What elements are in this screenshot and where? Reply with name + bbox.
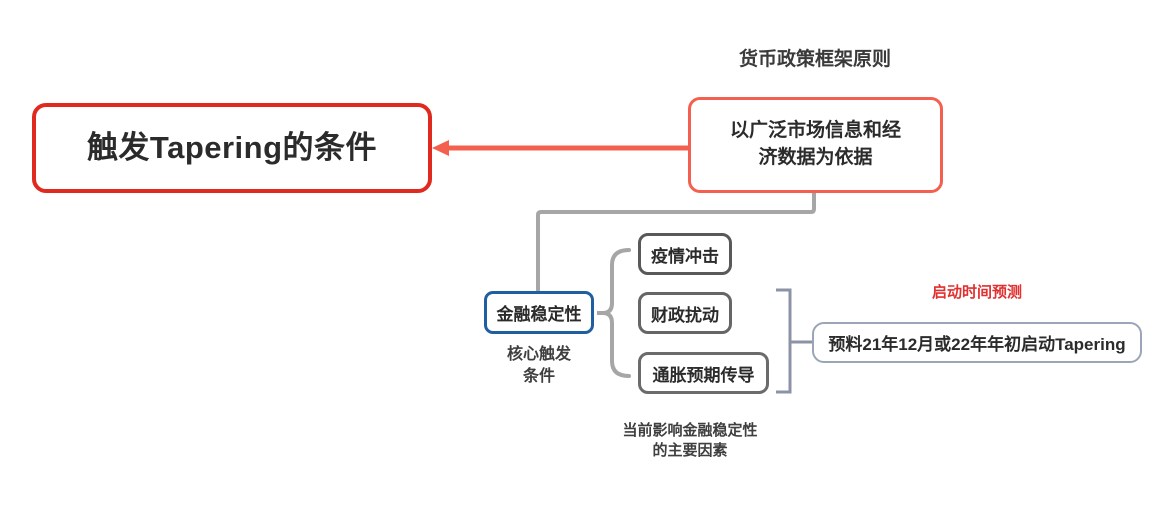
- node-policy-basis-label: 以广泛市场信息和经 济数据为依据: [730, 118, 901, 172]
- node-tapering-forecast-label: 预料21年12月或22年年初启动Tapering: [828, 335, 1126, 354]
- node-tapering-forecast[interactable]: 预料21年12月或22年年初启动Tapering: [812, 322, 1142, 363]
- node-factor-inflation-expectation-label: 通胀预期传导: [652, 365, 755, 385]
- node-factor-inflation-expectation[interactable]: 通胀预期传导: [638, 352, 769, 394]
- bracket-stability-factors: [597, 248, 631, 378]
- bracket-factors-prediction: [776, 288, 812, 394]
- node-financial-stability-label: 金融稳定性: [496, 305, 582, 324]
- caption-policy-framework: 货币政策框架原则: [738, 49, 891, 70]
- caption-core-trigger-line2: 条件: [522, 367, 555, 385]
- node-factor-fiscal-disturbance-label: 财政扰动: [651, 305, 719, 325]
- node-factor-pandemic-shock-label: 疫情冲击: [651, 246, 719, 266]
- connector-root-to-principle: [432, 140, 688, 156]
- caption-core-trigger: 核心触发 条件: [479, 344, 599, 387]
- node-policy-basis[interactable]: 以广泛市场信息和经 济数据为依据: [688, 97, 943, 193]
- node-policy-basis-line1: 以广泛市场信息和经: [729, 120, 901, 142]
- caption-core-trigger-line1: 核心触发: [506, 346, 571, 363]
- caption-launch-timing-forecast: 启动时间预测: [931, 284, 1022, 301]
- node-factor-pandemic-shock[interactable]: 疫情冲击: [638, 233, 732, 275]
- caption-main-factors: 当前影响金融稳定性 的主要因素: [570, 421, 810, 462]
- node-financial-stability[interactable]: 金融稳定性: [484, 291, 594, 334]
- caption-main-factors-line2: 的主要因素: [652, 442, 728, 460]
- node-policy-basis-line2: 济数据为依据: [758, 147, 873, 168]
- node-trigger-conditions[interactable]: 触发Tapering的条件: [32, 103, 432, 193]
- node-factor-fiscal-disturbance[interactable]: 财政扰动: [638, 292, 732, 334]
- caption-main-factors-line1: 当前影响金融稳定性: [622, 422, 758, 439]
- node-trigger-conditions-label: 触发Tapering的条件: [86, 130, 378, 166]
